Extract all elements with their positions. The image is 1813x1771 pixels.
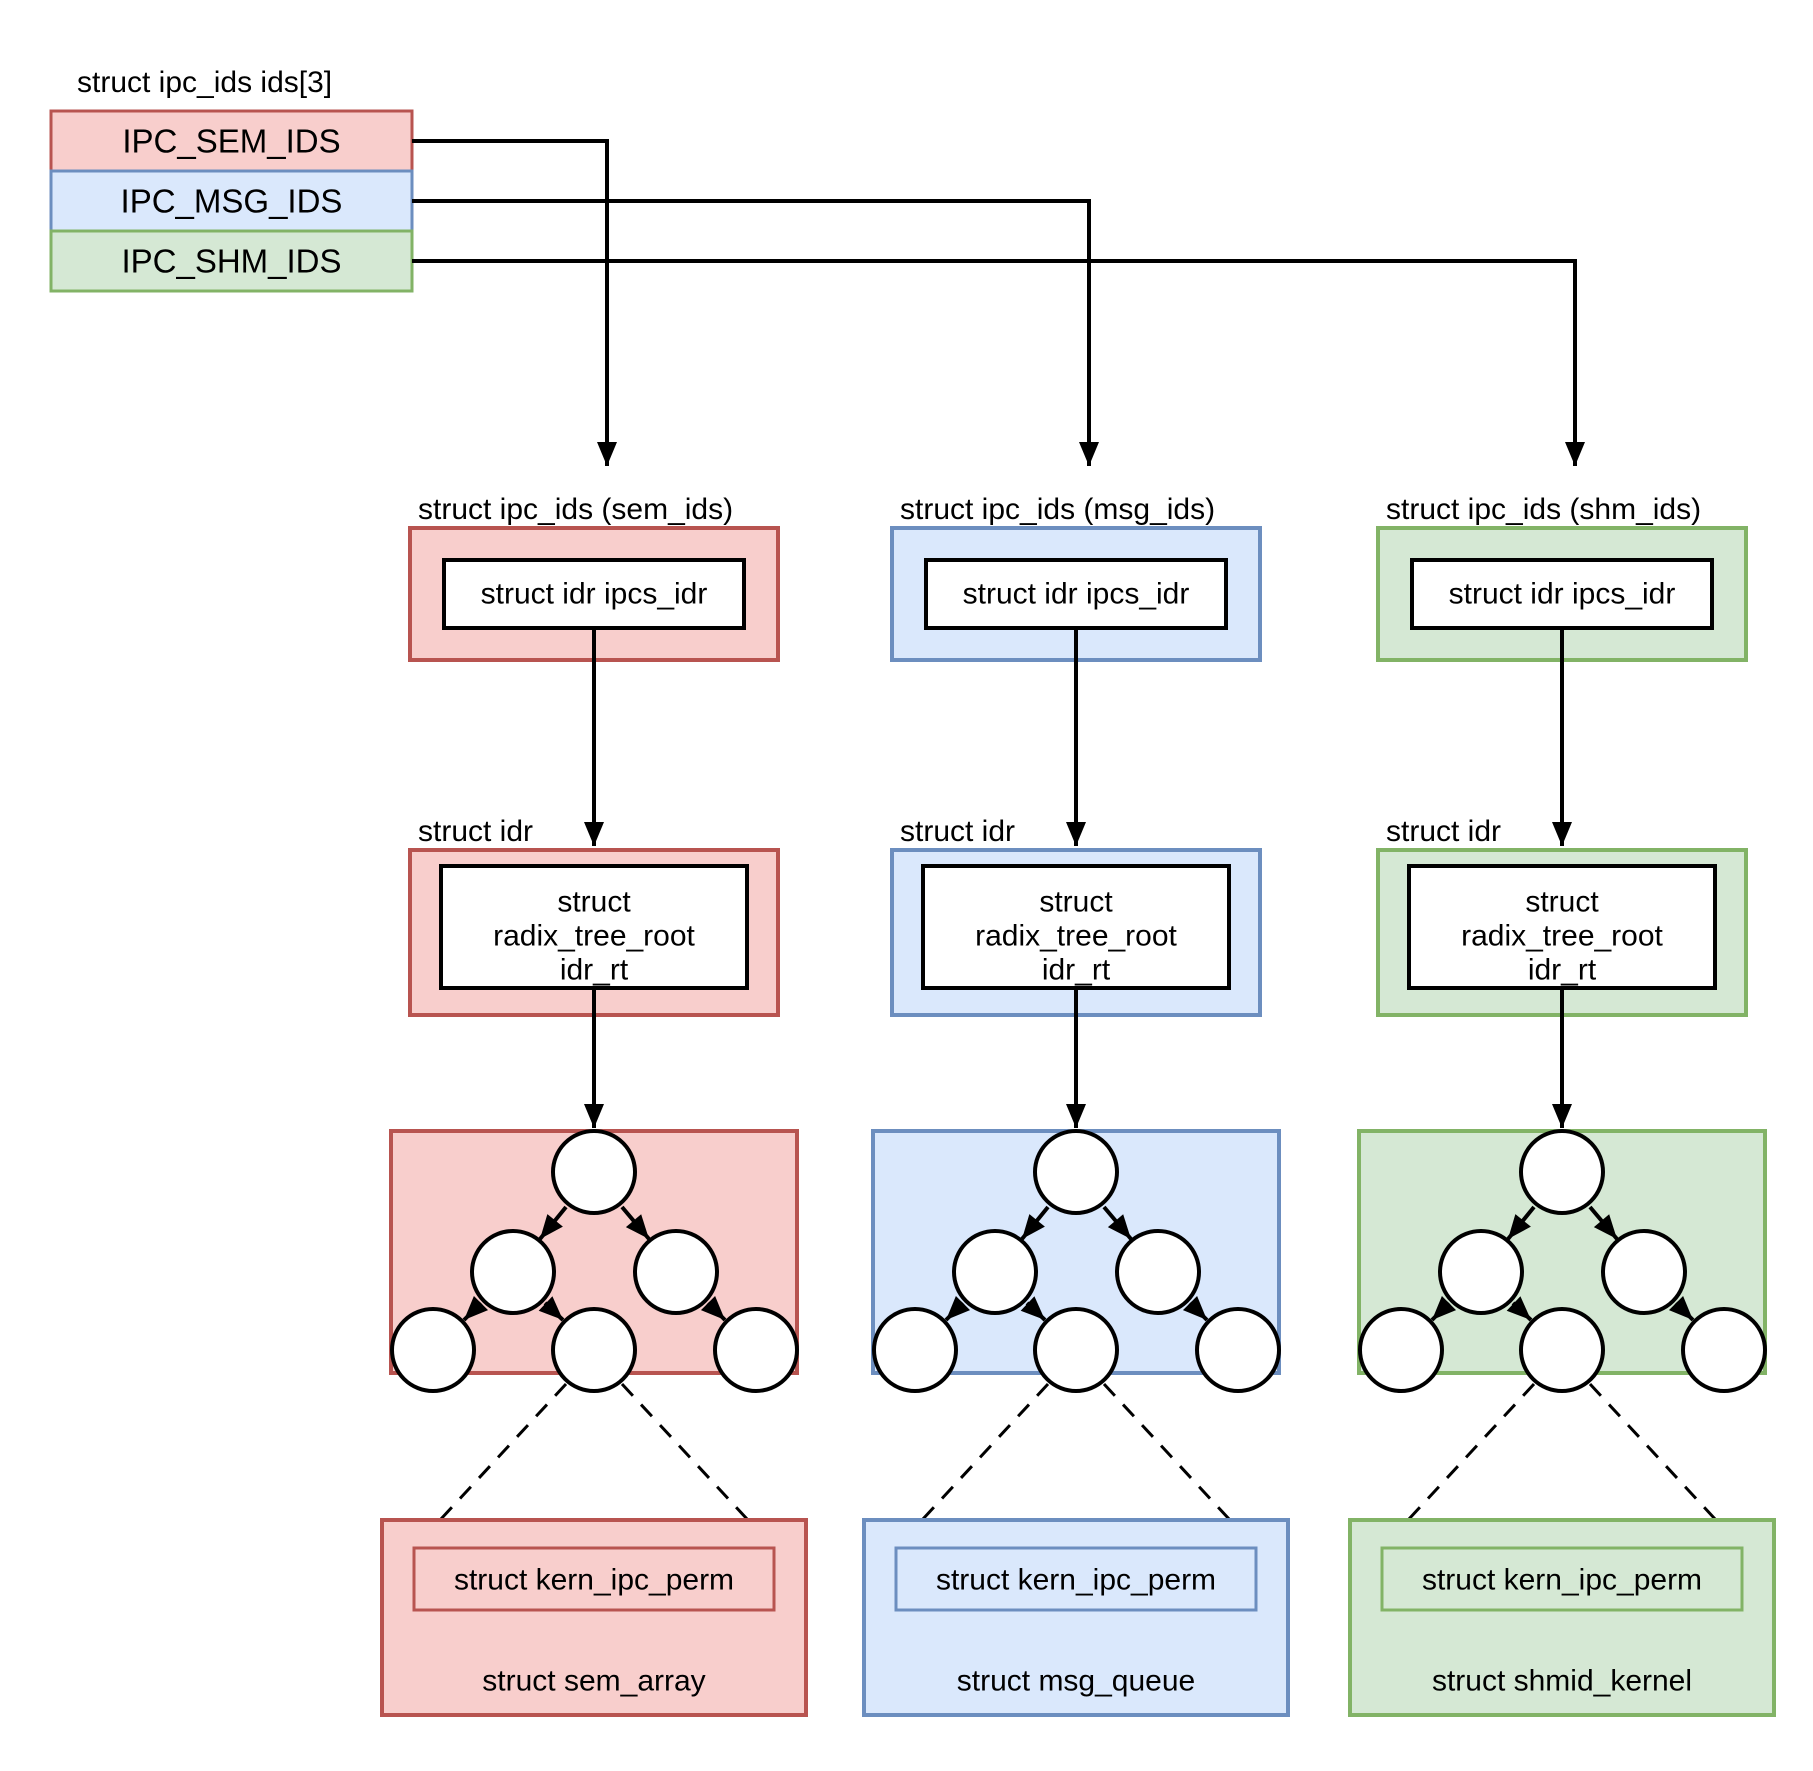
tree-node-msg-4 [1033,1307,1119,1393]
kern-ipc-perm-box-msg [894,1546,1258,1612]
radix-line-msg-2: idr_rt [1042,954,1111,987]
ipcs-idr-box-shm [1410,558,1714,630]
tree-edge-arrow-shm-3 [1506,1296,1533,1322]
connector-sem [412,139,617,466]
tree-edge-arrow-sem-4 [700,1295,727,1322]
tree-edge-arrow-shm-2 [1430,1295,1457,1322]
radix-line-sem-0: struct [557,886,631,919]
ipcs-idr-label-msg: struct idr ipcs_idr [963,578,1190,611]
radix-line-msg-1: radix_tree_root [975,920,1177,953]
tree-edge-arrow-shm-4 [1668,1295,1695,1322]
tree-edge-arrow-msg-1 [1102,1205,1133,1241]
header-msg: struct ipc_ids (msg_ids) [900,493,1215,526]
radix-line-msg-0: struct [1039,886,1113,919]
tree-node-shm-1 [1438,1229,1524,1315]
object-label-shm: struct shmid_kernel [1432,1665,1692,1698]
array-row-sem-label: IPC_SEM_IDS [122,123,340,160]
tree-node-sem-1 [470,1229,556,1315]
array-row-sem-box [49,109,414,173]
connector-msg [412,199,1099,466]
tree-node-shm-2 [1601,1229,1687,1315]
tree-edge-arrow-msg-2 [944,1295,971,1322]
ipcs-idr-label-sem: struct idr ipcs_idr [481,578,708,611]
tree-node-sem-3 [390,1307,476,1393]
connector-shm [412,259,1585,466]
column-shm: struct ipc_ids (shm_ids)struct idr ipcs_… [1348,493,1776,1717]
radix-line-sem-2: idr_rt [560,954,629,987]
object-label-sem: struct sem_array [482,1665,705,1698]
tree-node-msg-3 [872,1307,958,1393]
tree-node-shm-3 [1358,1307,1444,1393]
object-label-msg: struct msg_queue [957,1665,1195,1698]
tree-node-sem-5 [713,1307,799,1393]
kern-ipc-perm-label-shm: struct kern_ipc_perm [1422,1564,1702,1597]
kern-ipc-perm-label-sem: struct kern_ipc_perm [454,1564,734,1597]
radix-line-shm-0: struct [1525,886,1599,919]
radix-line-shm-1: radix_tree_root [1461,920,1663,953]
kern-ipc-perm-box-shm [1380,1546,1744,1612]
kern-ipc-perm-box-sem [412,1546,776,1612]
radix-tree-root-box-msg [921,864,1231,990]
tree-edge-arrow-msg-4 [1182,1295,1209,1322]
array-row-shm-label: IPC_SHM_IDS [121,243,341,280]
tree-node-sem-2 [633,1229,719,1315]
column-msg: struct ipc_ids (msg_ids)struct idr ipcs_… [862,493,1290,1717]
tree-edge-arrow-msg-0 [1020,1205,1050,1241]
tree-node-msg-2 [1115,1229,1201,1315]
tree-node-sem-0 [551,1129,637,1215]
tree-node-shm-4 [1519,1307,1605,1393]
tree-edge-arrow-sem-2 [462,1295,489,1322]
tree-node-msg-5 [1195,1307,1281,1393]
radix-tree-root-box-sem [439,864,749,990]
header-shm: struct ipc_ids (shm_ids) [1386,493,1701,526]
tree-edge-arrow-sem-0 [538,1205,568,1241]
radix-line-shm-2: idr_rt [1528,954,1597,987]
ipc-ids-array-title: struct ipc_ids ids[3] [77,66,332,99]
idr-label-sem: struct idr [418,815,533,848]
tree-edge-arrow-shm-0 [1506,1205,1536,1241]
radix-line-sem-1: radix_tree_root [493,920,695,953]
idr-label-shm: struct idr [1386,815,1501,848]
array-row-msg-box [49,169,414,233]
tree-edge-arrow-msg-3 [1020,1296,1047,1322]
kern-ipc-perm-label-msg: struct kern_ipc_perm [936,1564,1216,1597]
tree-node-shm-5 [1681,1307,1767,1393]
tree-node-msg-0 [1033,1129,1119,1215]
tree-edge-arrow-sem-3 [538,1296,565,1322]
tree-node-sem-4 [551,1307,637,1393]
tree-edge-arrow-shm-1 [1588,1205,1619,1241]
ipcs-idr-label-shm: struct idr ipcs_idr [1449,578,1676,611]
array-row-shm-box [49,229,414,293]
column-sem: struct ipc_ids (sem_ids)struct idr ipcs_… [380,493,808,1717]
tree-edge-arrow-sem-1 [620,1205,651,1241]
header-sem: struct ipc_ids (sem_ids) [418,493,733,526]
idr-label-msg: struct idr [900,815,1015,848]
tree-node-msg-1 [952,1229,1038,1315]
tree-node-shm-0 [1519,1129,1605,1215]
array-row-msg-label: IPC_MSG_IDS [121,183,343,220]
